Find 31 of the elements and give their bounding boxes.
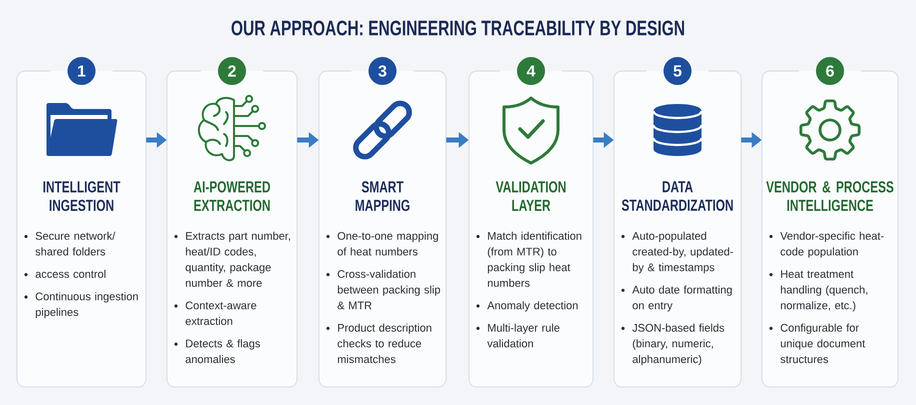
bullet-text: Continuous ingestion pipelines xyxy=(36,292,138,318)
number-badge: 5 xyxy=(664,57,692,85)
bullet-text: JSON-based fields (binary, numeric, alphanumeric) xyxy=(632,324,724,366)
bullet-text: Auto-populated created-by, updated-by & timestamps xyxy=(632,232,733,274)
bullet-text: access control xyxy=(36,270,106,278)
number-badge: 2 xyxy=(218,57,246,85)
bullet-text: Detects & flags anomalies xyxy=(186,339,260,364)
bullet-text: Anomaly detection xyxy=(487,301,578,312)
bullet-text: One-to-one mapping of heat numbers xyxy=(338,232,438,256)
step-heading: VALIDATION LAYER xyxy=(496,181,566,211)
title: OUR APPROACH: ENGINEERING TRACEABILITY BY DESIGN xyxy=(232,20,684,36)
number-badge: 6 xyxy=(816,57,844,85)
bullet-text: Multi-layer rule validation xyxy=(487,324,560,348)
bullet-text: Extracts part number, heat/ID codes, quantity, package number & more xyxy=(186,232,290,287)
step-heading: AI-POWERED EXTRACTION xyxy=(194,181,270,212)
bullet-text: Context-aware extraction xyxy=(186,302,256,325)
bullet-text: Heat treatment handling (quench, normalize, etc.) xyxy=(780,270,868,312)
step-heading: DATA STANDARDIZATION xyxy=(622,181,733,211)
number-badge: 4 xyxy=(517,57,545,85)
bullet-text: Vendor-specific heat-code population xyxy=(780,232,884,258)
bullet-text: Secure network/ shared folders xyxy=(36,232,116,256)
bullet-text: Auto date formatting on entry xyxy=(632,286,732,312)
bullet-text: Configurable for unique document structures xyxy=(780,324,866,364)
step-heading: VENDOR & PROCESS INTELLIGENCE xyxy=(766,181,894,212)
number-badge: 3 xyxy=(368,57,396,85)
number-badge: 1 xyxy=(68,57,96,85)
bullet-text: Product description checks to reduce mismatches xyxy=(338,324,432,364)
bullet-text: Cross-validation between packing slip & MTR xyxy=(338,270,440,310)
bullet-text: Match identification (from MTR) to packing slip heat numbers xyxy=(488,232,582,287)
step-heading: INTELLIGENT INGESTION xyxy=(44,181,120,212)
step-heading: SMART MAPPING xyxy=(356,181,410,212)
